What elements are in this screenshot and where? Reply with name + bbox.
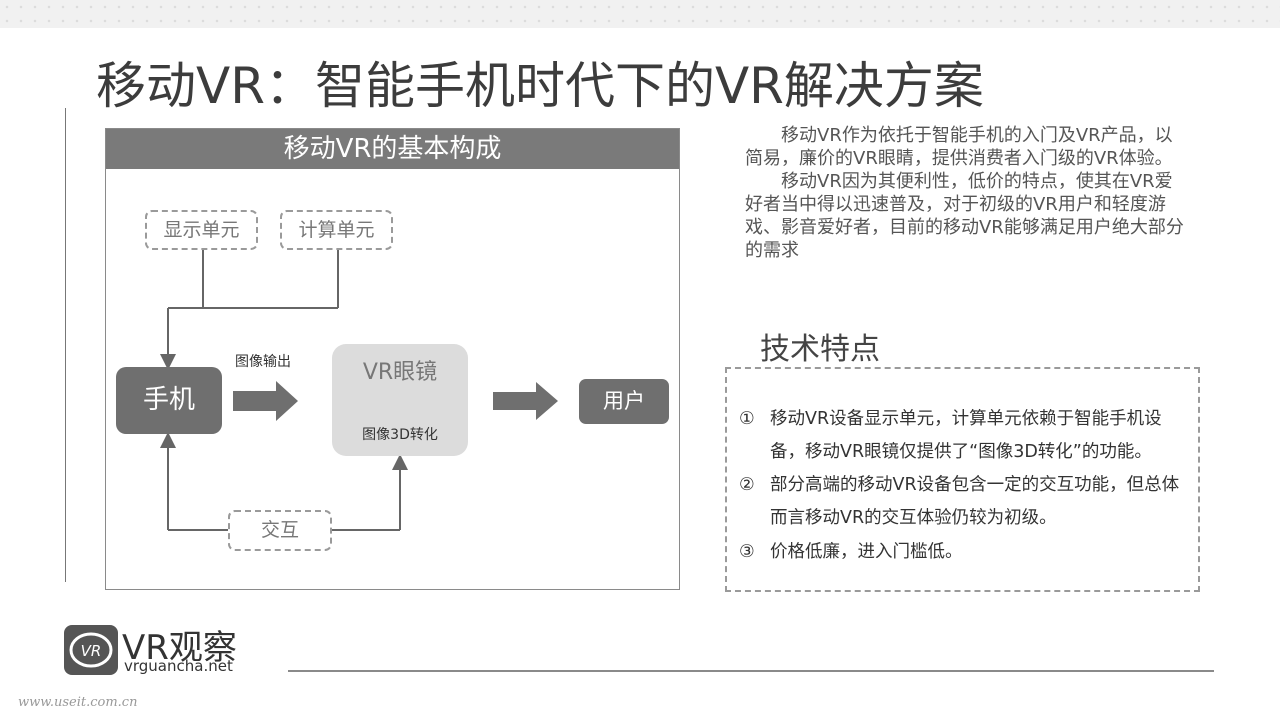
logo-name: VR观察 [122, 628, 237, 668]
page-title: 移动VR：智能手机时代下的VR解决方案 [96, 57, 984, 115]
image-3d-label: 图像3D转化 [362, 427, 438, 443]
interaction-label: 交互 [260, 519, 299, 541]
display-unit-label: 显示单元 [163, 219, 240, 241]
tech-item-number: ① [739, 409, 755, 429]
vr-logo-icon: VR [64, 625, 118, 675]
tech-features-box: ① 移动VR设备显示单元，计算单元依赖于智能手机设备，移动VR眼镜仅提供了“图像… [725, 367, 1200, 592]
user-box: 用户 [579, 379, 669, 424]
description: 移动VR作为依托于智能手机的入门及VR产品，以简易，廉价的VR眼睛，提供消费者入… [745, 124, 1185, 262]
tech-item-number: ③ [739, 542, 755, 562]
image-output-label: 图像输出 [235, 354, 291, 370]
footer-divider [288, 670, 1214, 672]
phone-box: 手机 [116, 367, 222, 434]
phone-label: 手机 [142, 385, 195, 415]
tech-item-text: 部分高端的移动VR设备包含一定的交互功能，但总体而言移动VR的交互体验仍较为初级… [770, 475, 1180, 528]
left-divider [65, 108, 66, 582]
tech-item-text: 移动VR设备显示单元，计算单元依赖于智能手机设备，移动VR眼镜仅提供了“图像3D… [770, 409, 1162, 462]
diagram-header: 移动VR的基本构成 [106, 129, 679, 169]
diagram-panel: 移动VR的基本构成 [105, 128, 680, 590]
tech-item: ③ 价格低廉，进入门槛低。 [739, 536, 1194, 569]
vr-glasses-box: VR眼镜 图像3D转化 [332, 344, 468, 456]
display-unit-box: 显示单元 [145, 210, 258, 250]
tech-item: ② 部分高端的移动VR设备包含一定的交互功能，但总体而言移动VR的交互体验仍较为… [739, 469, 1194, 535]
svg-text:VR: VR [81, 642, 102, 660]
interaction-box: 交互 [228, 510, 332, 551]
tech-title: 技术特点 [760, 332, 880, 367]
user-label: 用户 [603, 389, 645, 413]
description-paragraph-1: 移动VR作为依托于智能手机的入门及VR产品，以简易，廉价的VR眼睛，提供消费者入… [745, 125, 1173, 169]
logo-url: vrguancha.net [124, 657, 233, 675]
tech-item: ① 移动VR设备显示单元，计算单元依赖于智能手机设备，移动VR眼镜仅提供了“图像… [739, 403, 1194, 469]
compute-unit-box: 计算单元 [280, 210, 393, 250]
description-paragraph-2: 移动VR因为其便利性，低价的特点，使其在VR爱好者当中得以迅速普及，对于初级的V… [745, 171, 1184, 261]
compute-unit-label: 计算单元 [298, 219, 375, 241]
vr-glasses-label: VR眼镜 [362, 360, 438, 385]
tech-item-text: 价格低廉，进入门槛低。 [770, 542, 963, 562]
watermark: www.useit.com.cn [18, 695, 138, 710]
top-pattern-band [0, 0, 1280, 28]
tech-item-number: ② [739, 475, 755, 495]
